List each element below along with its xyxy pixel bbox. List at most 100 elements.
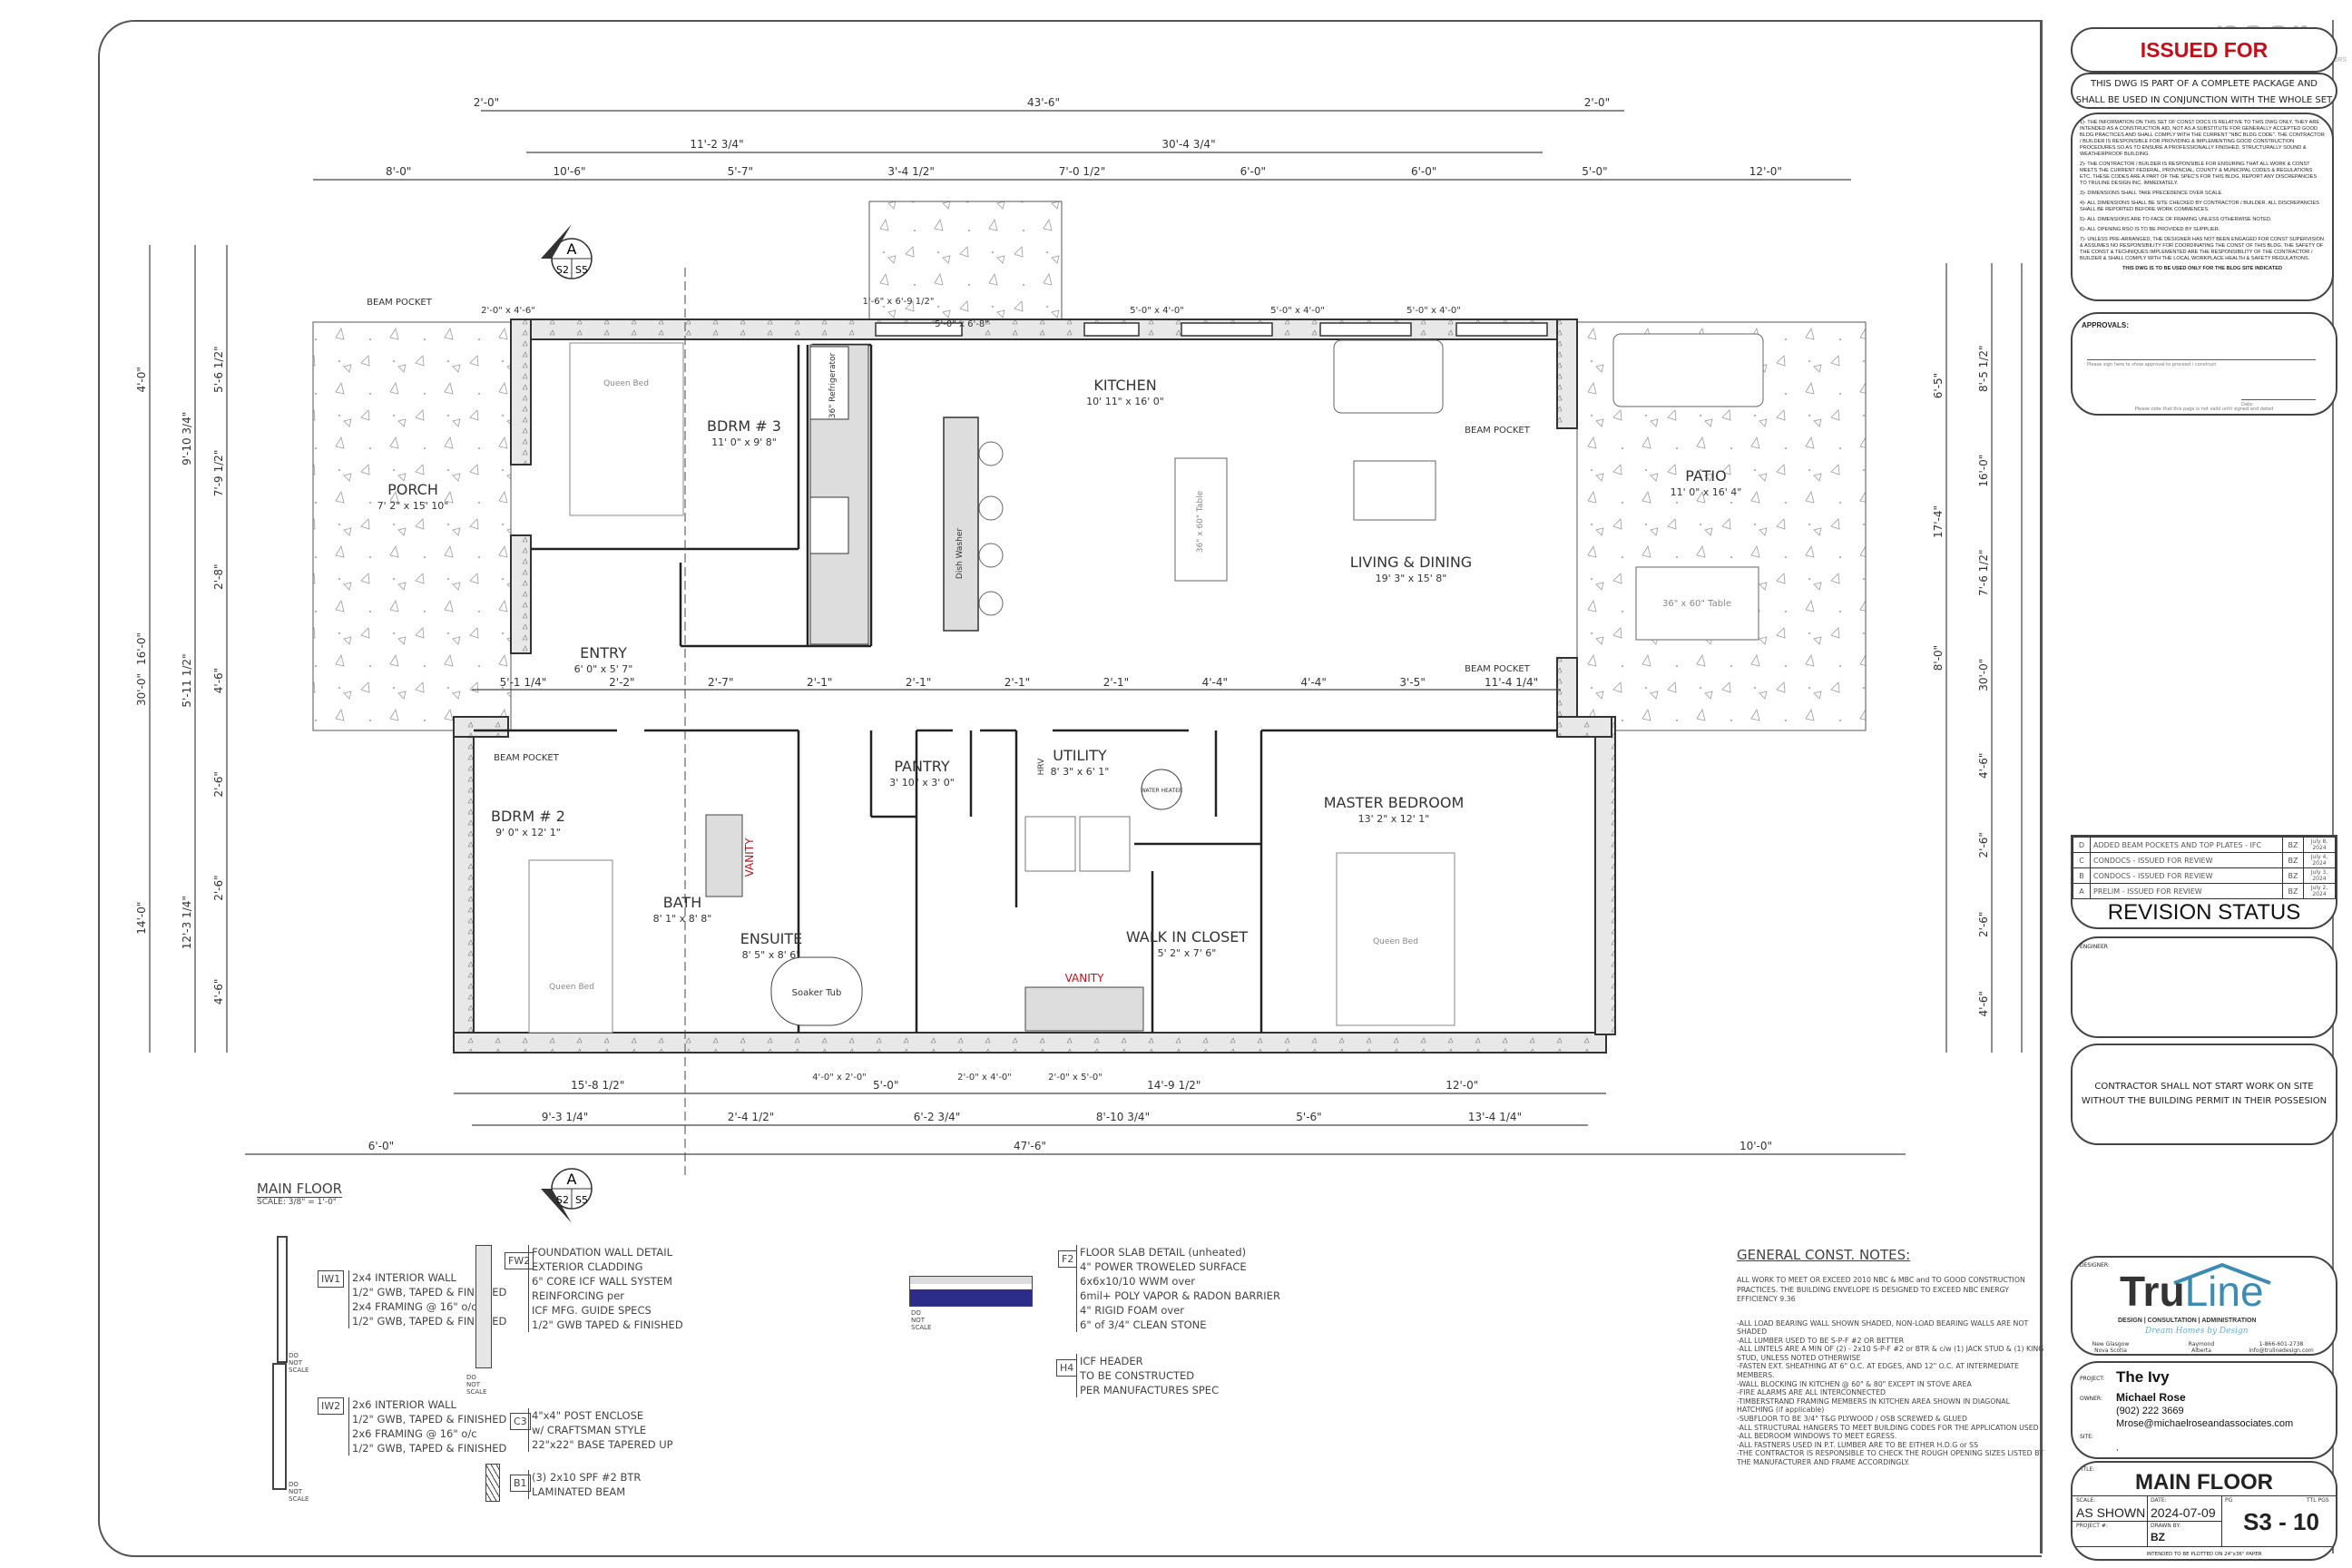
general-note-item: -ALL LINTELS ARE A MIN OF (2) - 2x10 S-P… (1737, 1345, 2044, 1362)
opening-size: 5'-0" x 4'-0" (1270, 306, 1325, 316)
slab-swatch-f2 (909, 1276, 1033, 1307)
interior-walls (474, 343, 1557, 1033)
opening-size: 5'-0" x 4'-0" (1130, 306, 1184, 316)
dimension-text: 11'-2 3/4" (690, 138, 743, 151)
room-name: BDRM # 2 (491, 808, 565, 825)
room-size: 6' 0" x 5' 7" (574, 663, 633, 675)
legend-line: (3) 2x10 SPF #2 BTR (532, 1471, 642, 1484)
dimension-text: 6'-2 3/4" (914, 1111, 961, 1123)
general-construction-notes: GENERAL CONST. NOTES: ALL WORK TO MEET O… (1737, 1247, 2045, 1467)
beam-pocket-label: BEAM POCKET (494, 753, 560, 763)
dimension-text: 12'-0" (1749, 165, 1782, 178)
exterior-walls (453, 318, 1616, 1054)
room-size: 13' 2" x 12' 1" (1358, 813, 1430, 825)
title-mid-divider (2073, 1521, 2221, 1522)
tag-f2: F2 (1058, 1250, 1078, 1268)
dimension-text: 2'-0" (1584, 96, 1610, 109)
dimension-text: 5'-7" (728, 165, 753, 178)
room-name: UTILITY (1053, 747, 1107, 764)
general-note-item: -FASTEN EXT. SHEATHING AT 6" O.C. AT EDG… (1737, 1362, 2019, 1380)
porch-slab (312, 321, 512, 731)
engineer-box: ENGINEER (2071, 936, 2337, 1038)
room-name: BATH (663, 894, 701, 911)
room-name: MASTER BEDROOM (1324, 794, 1465, 811)
legend-line: 2x4 FRAMING @ 16" o/c (352, 1300, 477, 1313)
dimension-text: 4'-6" (212, 668, 225, 693)
page-number: S3 - 10 (2243, 1508, 2319, 1535)
room-name: PATIO (1685, 467, 1726, 485)
opening-size: 2'-0" x 4'-6" (481, 306, 535, 316)
sheet-border (98, 20, 2042, 1557)
dimension-text: 6'-0" (1240, 165, 1266, 178)
dimension-text: 8'-0" (1932, 645, 1945, 671)
revision-cell: CONDOCS - ISSUED FOR REVIEW (2090, 852, 2283, 868)
dimension-text: 16'-0" (135, 632, 148, 665)
dimension-text: 5'-6 1/2" (212, 346, 225, 393)
package-note-line-2: SHALL BE USED IN CONJUNCTION WITH THE WH… (2075, 95, 2333, 105)
approval-date-line[interactable]: Date: (2241, 399, 2316, 407)
general-note-item: -FIRE ALARMS ARE ALL INTERCONNECTED (1737, 1388, 1886, 1397)
dimension-text: 2'-6" (212, 875, 225, 900)
beam-pocket-label: BEAM POCKET (1465, 426, 1531, 436)
bed-bdrm2 (528, 859, 613, 1034)
svg-text:S2: S2 (556, 264, 569, 276)
revision-cell: C (2073, 852, 2091, 868)
revision-cell: ADDED BEAM POCKETS AND TOP PLATES - IFC (2090, 837, 2283, 853)
room-size: 11' 0" x 16' 4" (1671, 486, 1742, 498)
scale-value: AS SHOWN (2076, 1505, 2146, 1520)
bath-vanity (705, 814, 743, 897)
legend-line: EXTERIOR CLADDING (532, 1260, 643, 1273)
opening-size: 2'-0" x 4'-0" (957, 1073, 1012, 1083)
logo-part-a: Tru (2120, 1268, 2185, 1315)
kitchen-island (943, 416, 979, 632)
tag-fw2: FW2 (505, 1252, 534, 1269)
dimension-text: 14'-9 1/2" (1147, 1079, 1200, 1092)
project-name: The Ivy (2116, 1368, 2170, 1386)
dimension-text: 11'-4 1/4" (1485, 676, 1538, 689)
disclaimer-item: 3)- DIMENSIONS SHALL TAKE PRECEDENCE OVE… (2080, 191, 2223, 196)
legend-line: 1/2" GWB, TAPED & FINISHED (352, 1315, 507, 1328)
legend-line: REINFORCING per (532, 1289, 625, 1302)
revision-cell: July 2, 2024 (2303, 883, 2336, 899)
top-windows (875, 322, 1548, 337)
svg-text:A: A (567, 1171, 577, 1188)
room-name: ENSUITE (740, 930, 803, 947)
logo-part-b: Line (2184, 1268, 2264, 1315)
dimension-text: 3'-5" (1399, 676, 1425, 689)
disclaimer-item: 5)- ALL DIMENSIONS ARE TO FACE OF FRAMIN… (2080, 217, 2272, 222)
legend-line: 6" of 3/4" CLEAN STONE (1080, 1318, 1207, 1331)
room-name: ENTRY (580, 644, 627, 662)
dimension-text: 5'-0" (873, 1079, 898, 1092)
general-note-item: -ALL FASTNERS USED IN P.T. LUMBER ARE TO… (1737, 1440, 1979, 1449)
general-note-item: -WALL BLOCKING IN KITCHEN @ 60" & 80" EX… (1737, 1379, 1972, 1388)
plan-title: MAIN FLOOR SCALE: 3/8" = 1'-0" (257, 1180, 343, 1207)
wall-swatch-fw2 (475, 1245, 492, 1368)
dimension-text: 5'-1 1/4" (500, 676, 547, 689)
dimension-text: 10'-6" (553, 165, 585, 178)
revision-cell: July 3, 2024 (2303, 867, 2336, 884)
revision-cell: D (2073, 837, 2091, 853)
legend-line: ICF MFG. GUIDE SPECS (532, 1304, 652, 1317)
patio-table (1635, 566, 1759, 641)
title-block-divider (2040, 20, 2043, 1553)
bed-bdrm3 (569, 342, 684, 516)
room-name: PORCH (387, 481, 438, 498)
svg-text:S5: S5 (575, 264, 588, 276)
disclaimer-item: 7)- UNLESS PRE-ARRANGED, THE DESIGNER HA… (2080, 237, 2325, 261)
legend-line: LAMINATED BEAM (532, 1485, 626, 1498)
legend-line: 6" CORE ICF WALL SYSTEM (532, 1275, 672, 1288)
legend-line: 4" RIGID FOAM over (1080, 1304, 1185, 1317)
dimension-text: 2'-4 1/2" (728, 1111, 775, 1123)
revision-cell: B (2073, 867, 2091, 884)
approval-signature-line[interactable]: Please sign here to show approval to pro… (2087, 359, 2316, 368)
opening-size: 2'-0" x 5'-0" (1048, 1073, 1102, 1083)
dimension-text: 7'-0 1/2" (1059, 165, 1106, 178)
fixture-label: Queen Bed (549, 983, 594, 992)
bed-master (1336, 852, 1455, 1026)
